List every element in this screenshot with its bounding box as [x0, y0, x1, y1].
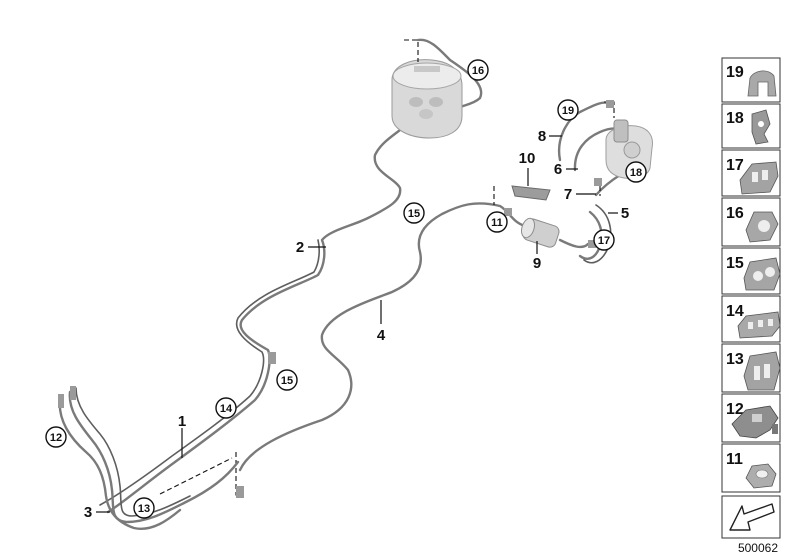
legend-item-17[interactable]: 17: [721, 149, 781, 197]
label-4: 4: [377, 327, 386, 344]
circled-labels: 16 19 18 15 11 17 15 14: [45, 59, 647, 519]
fuel-line-1-strand: [75, 387, 191, 517]
callout-13: 13: [133, 497, 155, 519]
svg-text:13: 13: [138, 503, 150, 515]
label-1: 1: [178, 413, 186, 430]
label-9: 9: [533, 255, 541, 272]
legend-item-15[interactable]: 15: [721, 247, 781, 295]
fuel-line-4: [238, 202, 527, 472]
bracket: [511, 185, 551, 201]
legend-item-18[interactable]: 18: [721, 103, 781, 149]
svg-text:15: 15: [726, 255, 744, 272]
label-3: 3: [84, 504, 92, 521]
svg-text:19: 19: [562, 105, 574, 117]
fuel-pump-unit: [605, 119, 653, 179]
svg-text:15: 15: [408, 208, 420, 220]
label-6: 6: [554, 161, 562, 178]
line-connectors: [58, 100, 614, 498]
fuel-lines: [58, 38, 628, 530]
fuel-line-2-strand: [99, 239, 320, 506]
svg-text:18: 18: [726, 110, 744, 127]
callout-12: 12: [45, 426, 67, 448]
arrow-icon: [729, 503, 775, 531]
legend-item-12[interactable]: 12: [721, 393, 781, 443]
svg-text:14: 14: [220, 403, 233, 415]
svg-text:14: 14: [726, 303, 744, 320]
fuel-line-1: [68, 390, 240, 524]
parts-legend: 19 18 17 16 15: [721, 57, 781, 539]
main-labels: 1 2 3 4 5 6 7 8 9 10: [84, 128, 629, 521]
svg-text:16: 16: [472, 65, 484, 77]
clip-13-icon: [743, 351, 781, 391]
callout-14: 14: [215, 397, 237, 419]
fuel-filter: [521, 217, 560, 248]
svg-text:13: 13: [726, 351, 744, 368]
diagram-number: 500062: [738, 541, 778, 555]
legend-item-13[interactable]: 13: [721, 343, 781, 393]
filter-to-pump-line: [558, 238, 590, 249]
fuel-line-8: [557, 101, 612, 162]
svg-text:17: 17: [598, 235, 610, 247]
svg-text:12: 12: [726, 401, 744, 418]
label-5: 5: [621, 205, 629, 222]
svg-text:19: 19: [726, 64, 744, 81]
svg-text:12: 12: [50, 432, 62, 444]
svg-text:17: 17: [726, 157, 744, 174]
svg-text:18: 18: [630, 167, 642, 179]
clip-19-icon: [747, 70, 777, 97]
label-8: 8: [538, 128, 546, 145]
label-7: 7: [564, 186, 572, 203]
callout-17: 17: [593, 229, 615, 251]
svg-text:11: 11: [726, 451, 743, 468]
legend-item-19[interactable]: 19: [721, 57, 781, 103]
leader-lines: [96, 135, 618, 513]
carbon-canister: [391, 59, 463, 139]
label-10: 10: [519, 150, 536, 167]
svg-text:15: 15: [281, 375, 293, 387]
callout-16: 16: [467, 59, 489, 81]
line-2-cut: [404, 39, 419, 62]
legend-arrow-box: [721, 495, 781, 539]
svg-text:11: 11: [491, 217, 503, 229]
legend-item-14[interactable]: 14: [721, 295, 781, 343]
callout-19: 19: [557, 99, 579, 121]
fuel-line-2: [106, 118, 414, 514]
fuel-line-3: [58, 398, 182, 530]
line-1-cut: [159, 457, 233, 495]
legend-item-16[interactable]: 16: [721, 197, 781, 247]
callout-18: 18: [625, 161, 647, 183]
svg-text:16: 16: [726, 205, 744, 222]
clip-17-icon: [739, 161, 779, 195]
callout-15-upper: 15: [403, 202, 425, 224]
callout-15-lower: 15: [276, 369, 298, 391]
callout-11: 11: [486, 211, 508, 233]
label-2: 2: [296, 239, 304, 256]
legend-item-11[interactable]: 11: [721, 443, 781, 493]
